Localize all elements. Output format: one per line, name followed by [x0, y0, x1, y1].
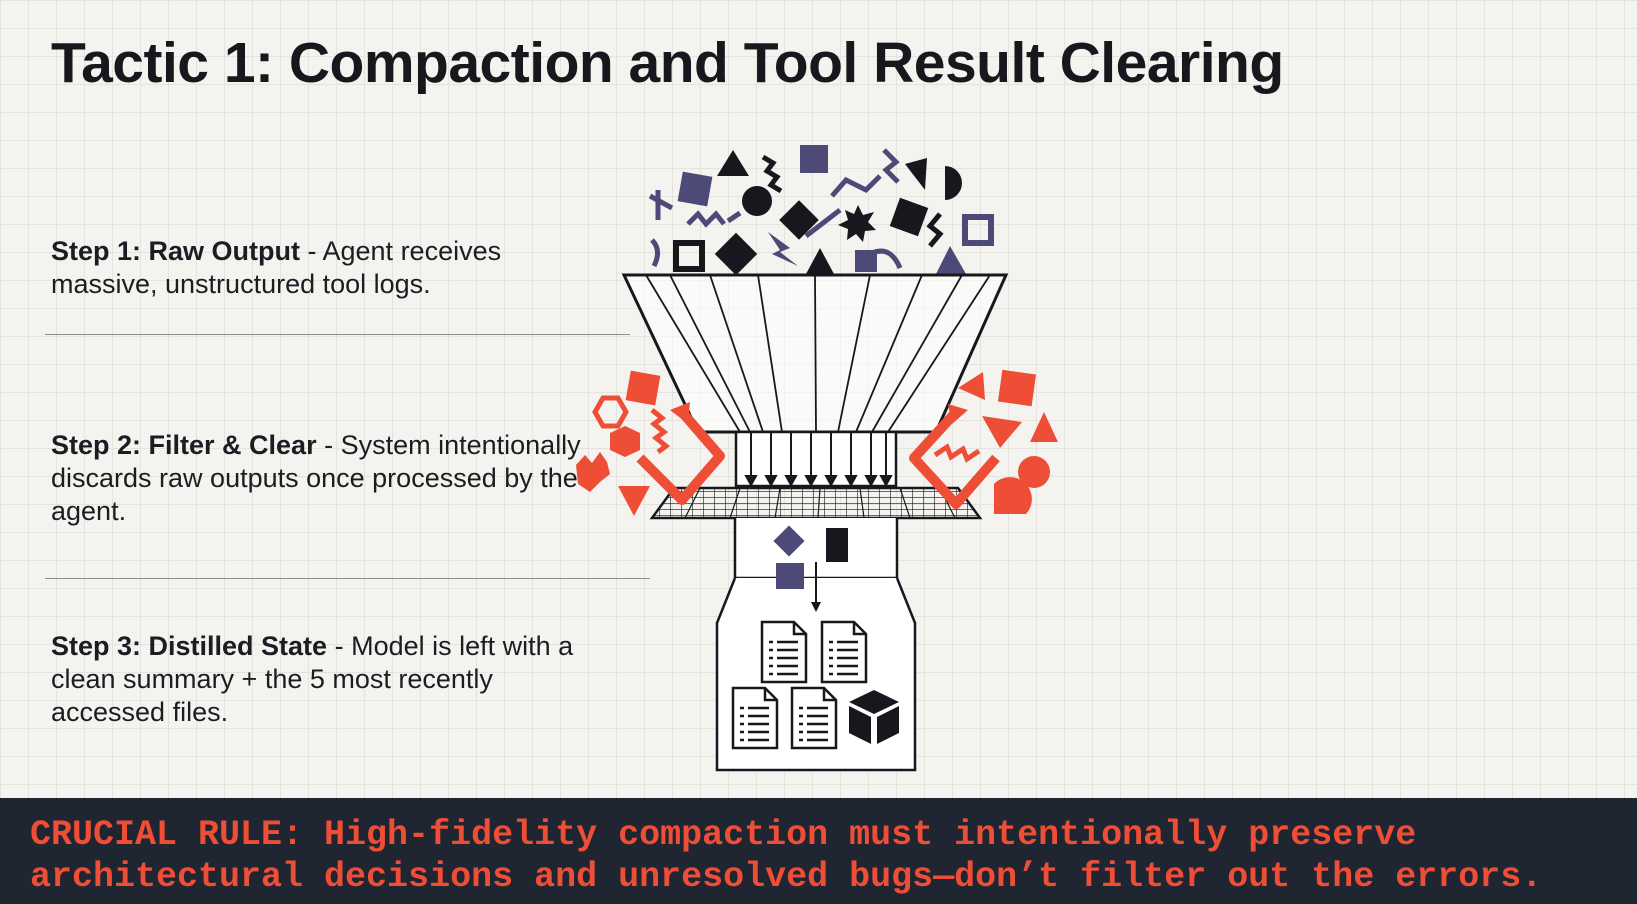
cube-icon	[849, 690, 899, 744]
step-2-filter-clear: Step 2: Filter & Clear - System intentio…	[51, 429, 611, 528]
page-title: Tactic 1: Compaction and Tool Result Cle…	[51, 31, 1284, 95]
document-icon	[820, 620, 868, 684]
step-2-label: Step 2: Filter & Clear	[51, 430, 317, 460]
distilled-container	[715, 518, 917, 772]
divider-1	[45, 334, 630, 335]
document-icon	[790, 686, 838, 750]
step-3-text: - Model is left with a clean summary + t…	[51, 631, 574, 727]
banner-line-1: CRUCIAL RULE: High-fidelity compaction m…	[30, 815, 1417, 855]
step-3-distilled-state: Step 3: Distilled State - Model is left …	[51, 630, 611, 729]
recycle-arrow-icon	[909, 369, 1058, 514]
step-1-label: Step 1: Raw Output	[51, 236, 300, 266]
mesh-filter-icon	[649, 486, 983, 520]
step-3-label: Step 3: Distilled State	[51, 631, 328, 661]
funnel-icon	[621, 273, 1009, 488]
raw-output-shapes	[648, 145, 994, 276]
document-icon	[760, 620, 808, 684]
document-icon	[731, 686, 779, 750]
step-1-text: - Agent receives massive, unstructured t…	[51, 236, 502, 299]
divider-2	[45, 578, 650, 579]
discarded-shapes-left	[576, 370, 725, 516]
step-2-text: - System intentionally discards raw outp…	[51, 430, 581, 526]
step-1-raw-output: Step 1: Raw Output - Agent receives mass…	[51, 235, 611, 301]
crucial-rule-banner: CRUCIAL RULE: High-fidelity compaction m…	[0, 798, 1637, 904]
funnel-diagram	[576, 145, 1058, 772]
banner-line-2: architectural decisions and unresolved b…	[30, 857, 1543, 897]
